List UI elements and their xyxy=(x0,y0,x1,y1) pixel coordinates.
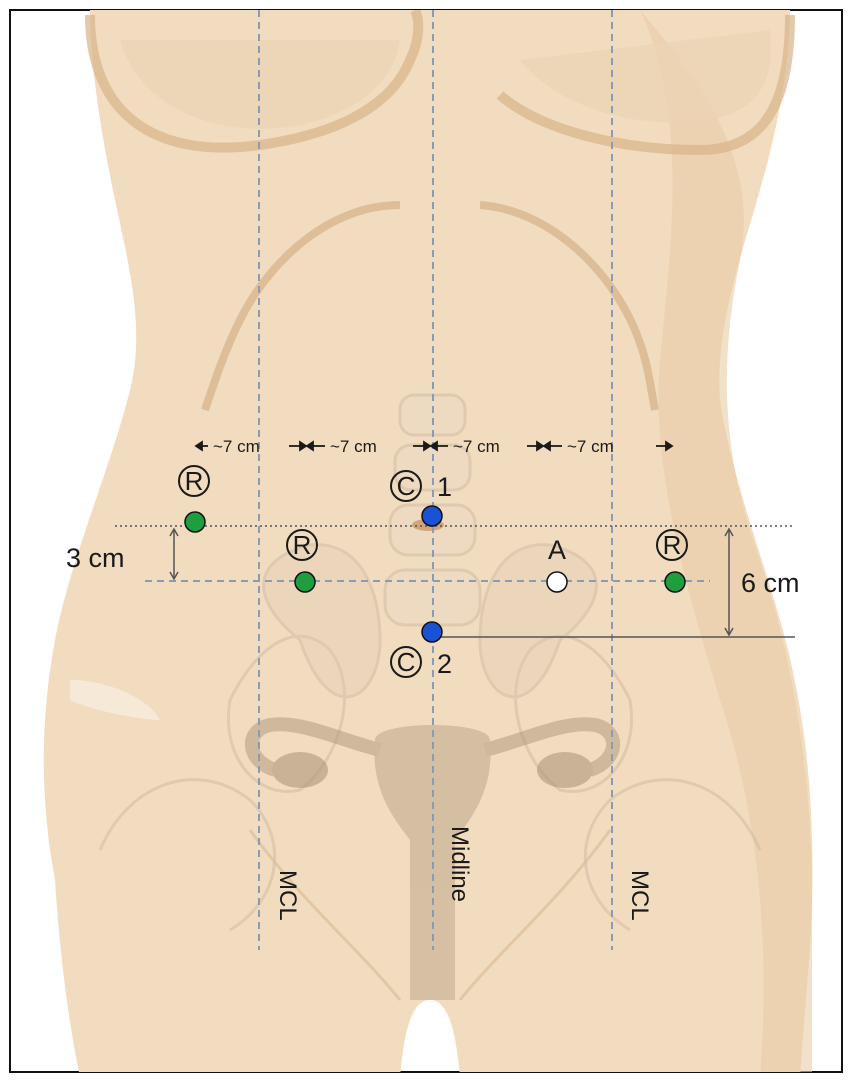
left-mcl-label: MCL xyxy=(274,870,301,921)
midline-label: Midline xyxy=(446,826,473,902)
spacing-label-4: ~7 cm xyxy=(567,437,614,456)
right-mcl-label: MCL xyxy=(626,870,653,921)
left-offset-label: 3 cm xyxy=(66,543,125,573)
camera-port-1-symbol: C xyxy=(397,471,416,501)
robotic-port-1-dot xyxy=(185,512,205,532)
camera-port-1-number: 1 xyxy=(437,472,452,502)
assistant-port-symbol: A xyxy=(548,535,566,565)
spacing-label-2: ~7 cm xyxy=(330,437,377,456)
camera-port-2-dot xyxy=(422,622,442,642)
camera-port-2-symbol: C xyxy=(397,647,416,677)
robotic-port-2-dot xyxy=(295,572,315,592)
assistant-port: A xyxy=(547,535,567,592)
robotic-port-2-symbol: R xyxy=(293,530,312,560)
assistant-port-dot xyxy=(547,572,567,592)
robotic-port-3-symbol: R xyxy=(663,530,682,560)
camera-port-2-number: 2 xyxy=(437,649,452,679)
spacing-label-1: ~7 cm xyxy=(213,437,260,456)
camera-port-1-dot xyxy=(422,506,442,526)
right-offset-label: 6 cm xyxy=(741,568,800,598)
spacing-label-3: ~7 cm xyxy=(453,437,500,456)
robotic-port-1-symbol: R xyxy=(185,466,204,496)
robotic-port-3-dot xyxy=(665,572,685,592)
